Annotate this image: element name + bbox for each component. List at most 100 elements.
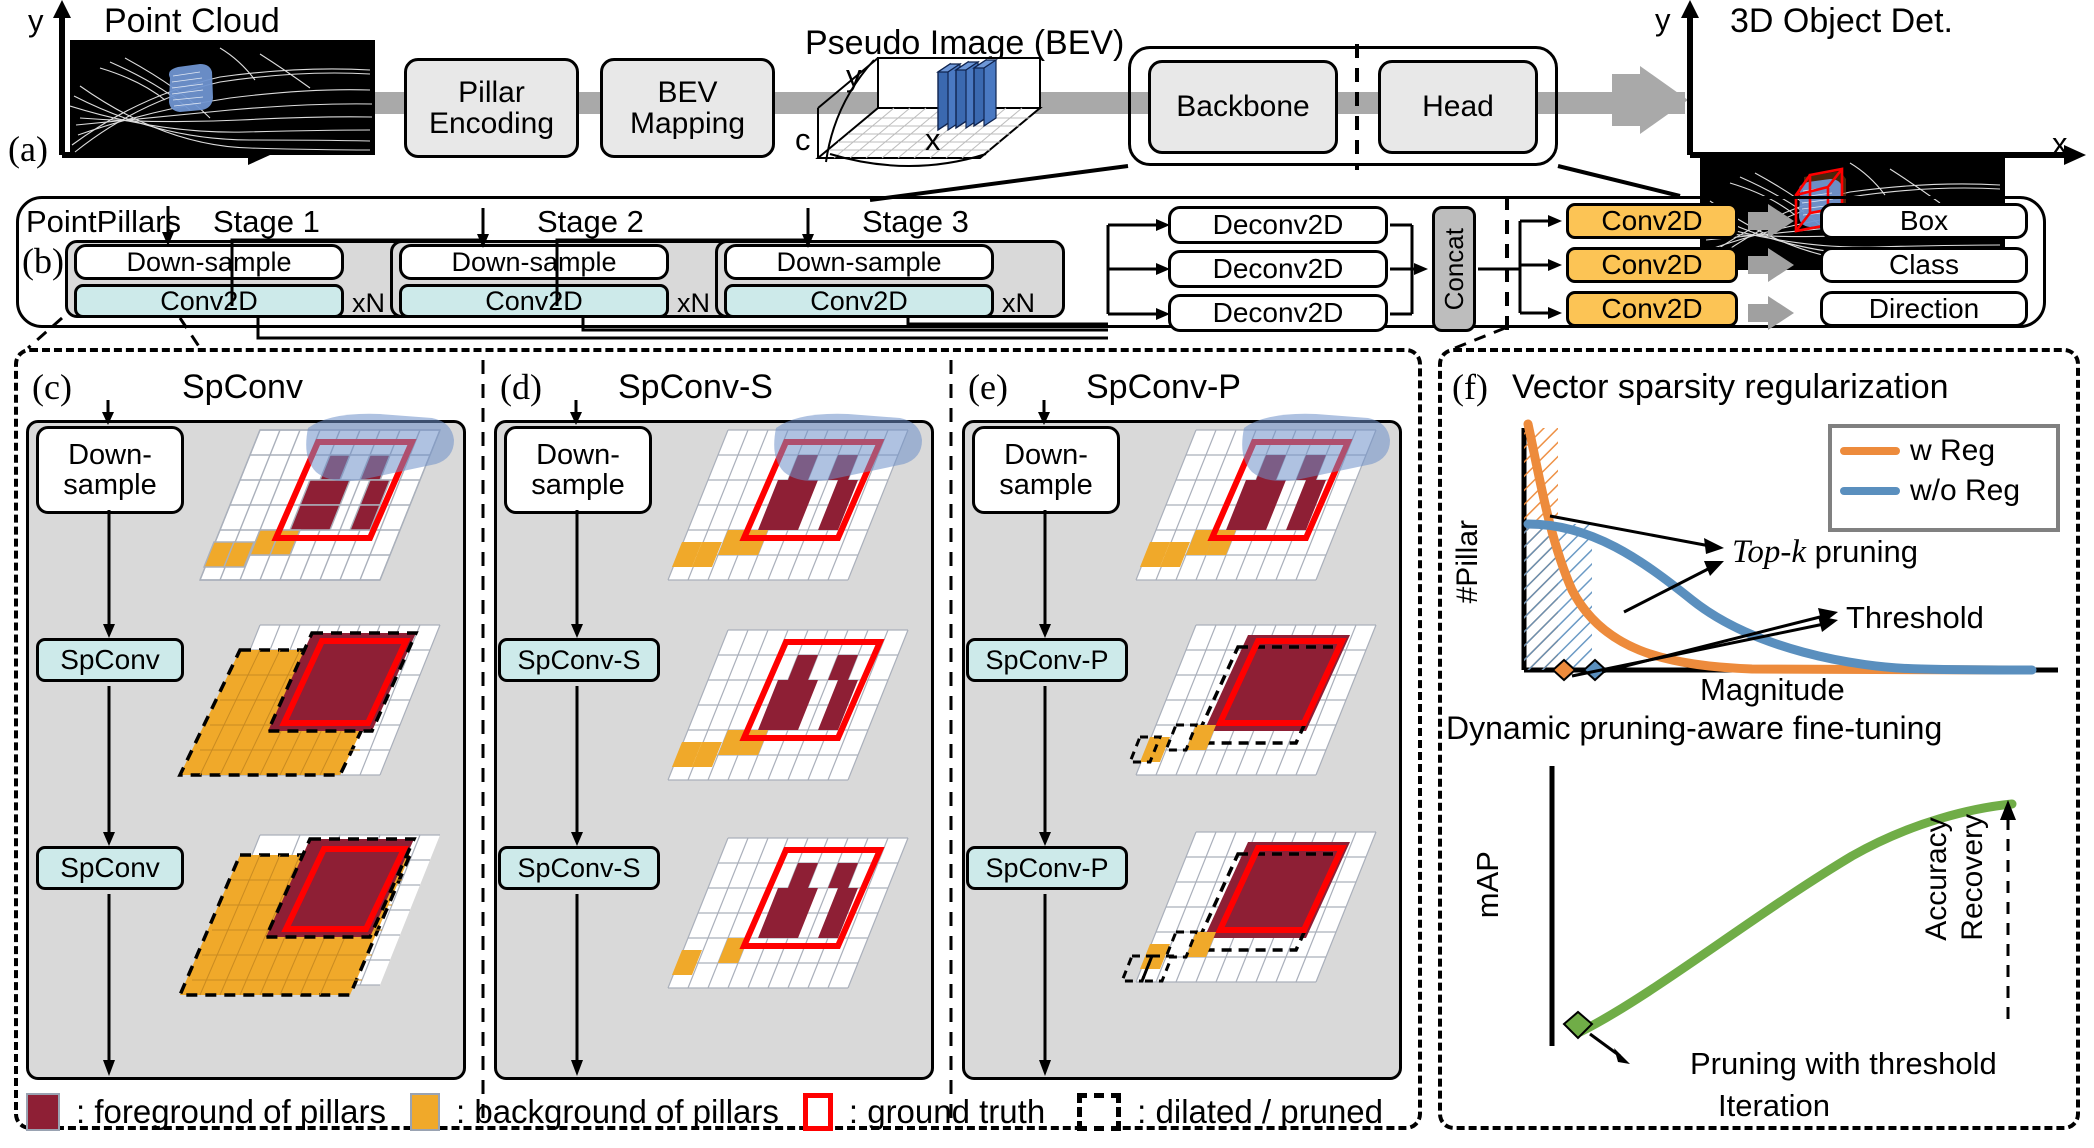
panel-e-op-2-label: SpConv-P <box>985 852 1109 883</box>
stage-3-conv2d[interactable]: Conv2D <box>724 284 994 318</box>
model-name-pointpillars: PointPillars <box>26 204 182 239</box>
stage-3-downsample[interactable]: Down-sample <box>724 244 994 280</box>
panel-e-op-2[interactable]: SpConv-P <box>966 846 1128 890</box>
panel-d-input-arrow <box>570 400 582 425</box>
panel-d-op-2-label: SpConv-S <box>517 852 641 883</box>
stage-2-downsample[interactable]: Down-sample <box>399 244 669 280</box>
block-head-label: Head <box>1422 90 1494 124</box>
annotation-accuracy-recovery: Accuracy Recovery <box>1920 814 1990 941</box>
output-box: Box <box>1820 203 2028 239</box>
concat-label: Concat <box>1438 227 1469 311</box>
chart1-ylabel: #Pillar <box>1448 472 1488 652</box>
pseudo-axis-y: y <box>846 58 862 93</box>
panel-d-op-2[interactable]: SpConv-S <box>498 846 660 890</box>
threshold-marker-w-reg <box>1551 658 1577 682</box>
chart-magnitude-distribution <box>1452 419 2072 720</box>
chart1-ylabel-text: #Pillar <box>1451 520 1484 604</box>
deconv2d-3[interactable]: Deconv2D <box>1168 294 1388 332</box>
stage-2-downsample-label: Down-sample <box>451 246 617 277</box>
output-box-label: Box <box>1899 205 1949 237</box>
panel-d-downsample-l1: Down- <box>536 438 620 471</box>
stage-2-repeat: xN <box>677 288 710 318</box>
annotation-topk-rest: pruning <box>1805 534 1918 569</box>
head-conv2d-box[interactable]: Conv2D <box>1566 203 1738 239</box>
legend-line-wo-reg <box>1840 487 1900 495</box>
stage-feature-tap-lines <box>256 318 1108 340</box>
chart2-ylabel-text: mAP <box>1470 851 1505 919</box>
block-bev-mapping[interactable]: BEV Mapping <box>600 58 775 158</box>
panel-e-downsample-l1: Down- <box>1004 438 1088 471</box>
panel-c-op-1[interactable]: SpConv <box>36 638 184 682</box>
panel-e-downsample[interactable]: Down- sample <box>972 426 1120 514</box>
panel-c-grid-layer-3 <box>177 834 440 997</box>
annotation-topk-pruning: Top-k pruning <box>1732 534 1918 571</box>
panel-c-downsample[interactable]: Down- sample <box>36 426 184 514</box>
point-cloud-image <box>70 40 375 155</box>
stage-1-input-arrow <box>162 206 174 246</box>
block-backbone[interactable]: Backbone <box>1148 60 1338 154</box>
output-direction: Direction <box>1820 291 2028 327</box>
regularization-subtitle: Dynamic pruning-aware fine-tuning <box>1446 710 1943 746</box>
panel-d-grid-layer-2 <box>667 629 909 781</box>
pipeline-flow-arrowhead <box>1612 66 1688 134</box>
stage-1-downsample[interactable]: Down-sample <box>74 244 344 280</box>
legend-swatch-dilated <box>1077 1093 1122 1131</box>
head-conv2d-box-label: Conv2D <box>1601 205 1703 236</box>
legend-swatch-ground-truth <box>802 1093 833 1131</box>
stage-3-conv2d-label: Conv2D <box>810 285 908 316</box>
variant-divider-cd <box>481 360 485 1122</box>
stage-3-repeat: xN <box>1002 288 1035 318</box>
chart1-legend: w Reg w/o Reg <box>1828 424 2060 532</box>
legend-text-ground-truth: : ground truth <box>848 1093 1046 1130</box>
figure-legend: : foreground of pillars : background of … <box>26 1088 1416 1136</box>
axis-label-y-right: y <box>1655 2 1671 37</box>
stage-3-label: Stage 3 <box>862 204 969 239</box>
deconv2d-1[interactable]: Deconv2D <box>1168 206 1388 244</box>
panel-d-op-1-label: SpConv-S <box>517 644 641 675</box>
block-pillar-encoding-line2: Encoding <box>428 107 555 140</box>
stage-2-conv2d[interactable]: Conv2D <box>399 284 669 318</box>
deconv2d-2[interactable]: Deconv2D <box>1168 250 1388 288</box>
output-class: Class <box>1820 247 2028 283</box>
panel-d-downsample[interactable]: Down- sample <box>504 426 652 514</box>
block-pillar-encoding[interactable]: Pillar Encoding <box>404 58 579 158</box>
panel-c-op-1-label: SpConv <box>60 644 160 675</box>
stage-1-to-2-connector <box>230 208 489 306</box>
stage-1-conv2d-label: Conv2D <box>160 285 258 316</box>
block-bev-mapping-line1: BEV <box>657 75 718 109</box>
head-conv2d-direction[interactable]: Conv2D <box>1566 291 1738 327</box>
head-conv2d-class[interactable]: Conv2D <box>1566 247 1738 283</box>
panel-c-op-2[interactable]: SpConv <box>36 846 184 890</box>
panel-d-op-1[interactable]: SpConv-S <box>498 638 660 682</box>
panel-e-grid-layer-2 <box>1127 624 1377 776</box>
block-pillar-encoding-line1: Pillar <box>458 75 525 109</box>
panel-e-op-1[interactable]: SpConv-P <box>966 638 1128 682</box>
annotation-accuracy-recovery-l2: Recovery <box>1956 814 1989 941</box>
pseudo-axis-c: c <box>795 122 811 157</box>
panel-d-grid-layer-1 <box>667 413 922 581</box>
panel-tag-f: (f) <box>1452 367 1488 407</box>
head-conv2d-direction-label: Conv2D <box>1601 293 1703 324</box>
head-output-arrows <box>1748 204 1794 330</box>
pseudo-axis-x: x <box>925 122 941 157</box>
stage-1-conv2d[interactable]: Conv2D <box>74 284 344 318</box>
panel-e-title: SpConv-P <box>1086 368 1241 406</box>
block-head[interactable]: Head <box>1378 60 1538 154</box>
axis-label-y-left: y <box>28 3 44 38</box>
zoom-connector-b-to-cde <box>27 316 1506 350</box>
variant-divider-de <box>949 360 953 1122</box>
annotation-topk-italic: Top-k <box>1732 534 1806 570</box>
deconv2d-3-label: Deconv2D <box>1212 297 1344 329</box>
panel-tag-c: (c) <box>32 367 72 407</box>
chart2-ylabel: mAP <box>1468 800 1508 970</box>
panel-tag-e: (e) <box>968 367 1008 407</box>
panel-c-grid-layer-2 <box>177 624 441 777</box>
stage-2-to-3-connector <box>555 208 814 306</box>
concat-block[interactable]: Concat <box>1432 206 1476 332</box>
output-direction-label: Direction <box>1868 293 1980 325</box>
panel-tag-d: (d) <box>500 367 542 407</box>
backbone-head-group <box>1128 46 1558 166</box>
stage-to-deconv-wiring <box>1106 219 1428 320</box>
panel-c-grid-layer-1 <box>198 413 454 581</box>
stage-1-repeat: xN <box>352 288 385 318</box>
